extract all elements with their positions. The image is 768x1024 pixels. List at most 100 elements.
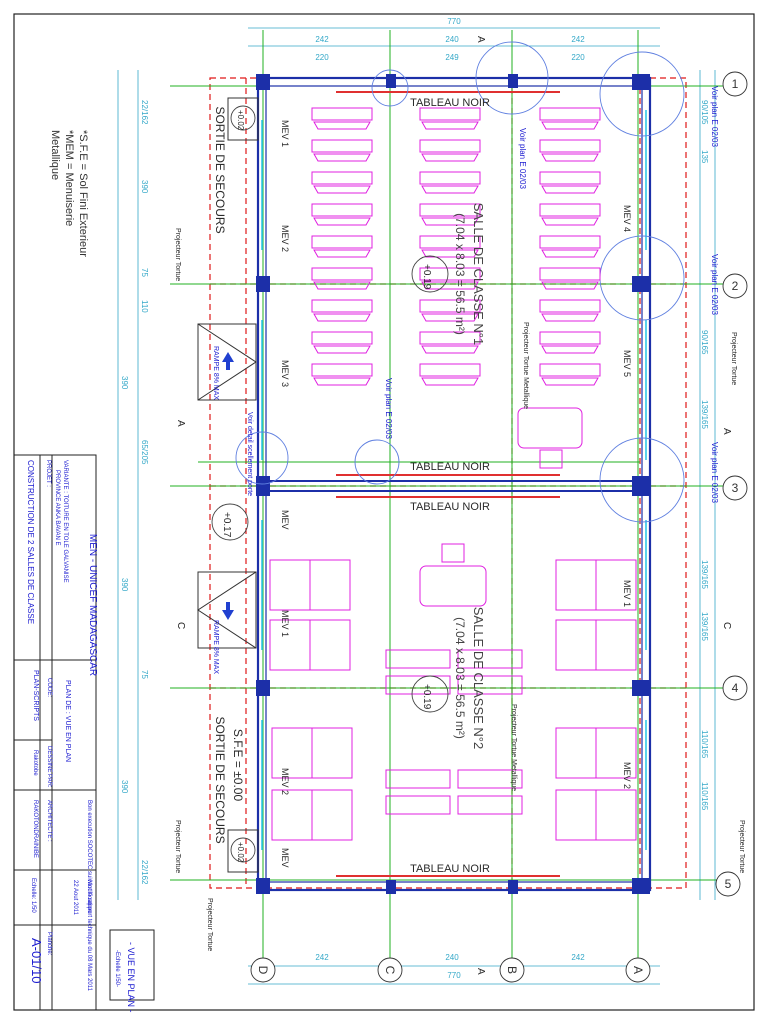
desk-center-r2-3-1 [457, 795, 523, 815]
desk-r1-c1-0-bench [421, 121, 479, 130]
dim-right-4: 139/165 [700, 400, 709, 429]
ramps [197, 97, 259, 873]
dim-right-2: 135 [700, 150, 709, 164]
dim-left-6: 65/205 [140, 440, 149, 465]
room-1-name: SALLE DE CLASSE N°1 [471, 203, 486, 346]
desk-r1-c2-6-bench [541, 313, 599, 322]
desk-r1-c2-2-bench [541, 185, 599, 194]
section-marker-a-left: A [175, 420, 186, 427]
axis-label-4: 4 [732, 681, 739, 695]
desk-r1-c1-4 [419, 235, 481, 249]
mev-label-6: MEV [280, 510, 290, 530]
axis-column-labels: D C B A [256, 966, 645, 975]
desk-r1-c0-4 [311, 235, 373, 249]
desk-r1-c1-3-bench [421, 217, 479, 226]
dim-left-3: 75 [140, 268, 149, 277]
desks-room-2 [269, 559, 637, 841]
desk-r1-c0-7 [311, 331, 373, 345]
voir-plan-note-2: Voir plan E 02/03 [710, 86, 719, 147]
desk-center-r2-0-1 [385, 675, 451, 695]
dim-left-9: 390 [120, 780, 129, 794]
desk-r1-c1-6-bench [421, 313, 479, 322]
sfe-level-label: S.F.E = ±0.00 [231, 729, 245, 802]
desk-r1-c2-1-bench [541, 153, 599, 162]
level-markers [211, 105, 449, 863]
desk-r1-c2-5 [539, 267, 601, 281]
desk-r1-c1-6 [419, 299, 481, 313]
tb-dessine-label: DESSINE PAR: [46, 746, 52, 788]
tb-plan-de: PLAN DE : VUE EN PLAN [64, 680, 71, 762]
ramp-label-1: RAMPE 8% MAX [212, 346, 219, 400]
desk-r1-c1-1-bench [421, 153, 479, 162]
desk-r1-c1-7-bench [421, 345, 479, 354]
dim-left-5: 390 [120, 376, 129, 390]
desk-r1-c0-6-bench [313, 313, 371, 322]
desk-r1-c2-7 [539, 331, 601, 345]
desk-r1-c2-0 [539, 107, 601, 121]
desk-r1-c0-3-bench [313, 217, 371, 226]
desk-r1-c0-3 [311, 203, 373, 217]
desk-center-r2-2-1 [385, 795, 451, 815]
desk-r1-c2-6 [539, 299, 601, 313]
window-strips [261, 110, 647, 850]
view-scale: -Echelle 1/50- [114, 950, 120, 987]
section-marker-a-top: A [475, 36, 486, 43]
desk-r1-c2-8-bench [541, 377, 599, 386]
mev-label-9: MEV 2 [280, 768, 290, 795]
mev-label-3: MEV 3 [280, 360, 290, 387]
dim-bottom-part-1: 242 [315, 953, 329, 962]
voir-plan-note-1: Voir plan E 02/03 [518, 128, 527, 189]
desk-r1-c0-5-bench [313, 281, 371, 290]
desk-r1-c1-3 [419, 203, 481, 217]
legend-sfe: *S.F.E = Sol Fini Exterieur [77, 130, 89, 257]
emergency-exit-label-2: SORTIE DE SECOURS [213, 716, 227, 843]
section-marker-c-right: C [721, 622, 732, 629]
desk-center-r2-2-0 [385, 769, 451, 789]
section-marker-a-bottom: A [475, 968, 486, 975]
tb-code: PLAN-SCRIPTS [32, 670, 39, 721]
tb-modif-label: Modification: [86, 880, 92, 914]
emergency-exit-label-1: SORTIE DE SECOURS [213, 106, 227, 233]
dim-bottom-part-3: 242 [571, 953, 585, 962]
tb-planche: A-01/10 [29, 938, 44, 984]
room-1-area: (7.04 x 8.03 = 56.5 m²) [453, 213, 467, 335]
voir-plan-note-3: Voir plan E 02/03 [710, 254, 719, 315]
desk-r1-c1-5-bench [421, 281, 479, 290]
dim-left-8: 75 [140, 670, 149, 679]
desk-r1-c2-7-bench [541, 345, 599, 354]
desk-r1-c0-0-bench [313, 121, 371, 130]
desk-r1-c1-1 [419, 139, 481, 153]
dim-right-8: 110/165 [700, 782, 709, 811]
desk-r1-c2-4-bench [541, 249, 599, 258]
voir-plan-note-5: Voir plan E 02/03 [384, 378, 393, 439]
dim-top2-part-2: 249 [445, 53, 459, 62]
dim-right-1: 90/105 [700, 100, 709, 125]
section-marker-a-right: A [721, 428, 732, 435]
axis-label-5: 5 [725, 877, 732, 891]
desk-r1-c1-0 [419, 107, 481, 121]
projector-metal-note-1: Projecteur Tortue Metallique [522, 322, 529, 409]
level-019-label-1: +0.19 [421, 264, 432, 290]
dim-bottom-part-2: 240 [445, 953, 459, 962]
axis-bubbles [250, 71, 748, 983]
dim-top2-part-3: 220 [571, 53, 585, 62]
desk-r1-c1-2 [419, 171, 481, 185]
ramp-arrows [222, 352, 234, 620]
mev-label-11: MEV 2 [622, 762, 632, 789]
mev-label-10: MEV 1 [622, 580, 632, 607]
desk-r1-c0-2 [311, 171, 373, 185]
tb-projet: CONSTRUCTION DE 2 SALLES DE CLASSE [26, 460, 35, 624]
section-marker-c-left: C [175, 622, 186, 629]
desk-r1-c1-8 [419, 363, 481, 377]
dim-top-part-3: 242 [571, 35, 585, 44]
desk-r1-c2-3 [539, 203, 601, 217]
axis-label-1: 1 [732, 77, 739, 91]
desk-r1-c1-7 [419, 331, 481, 345]
desk-r1-c1-2-bench [421, 185, 479, 194]
projector-note-4: Projecteur Tortue [738, 820, 745, 873]
tb-client: MEN - UNICEF MADAGASCAR [87, 534, 98, 676]
mev-label-8: MEV 1 [280, 610, 290, 637]
level-019-label-2: +0.19 [421, 684, 432, 710]
desk-r1-c0-8-bench [313, 377, 371, 386]
desk-r1-c1-4-bench [421, 249, 479, 258]
